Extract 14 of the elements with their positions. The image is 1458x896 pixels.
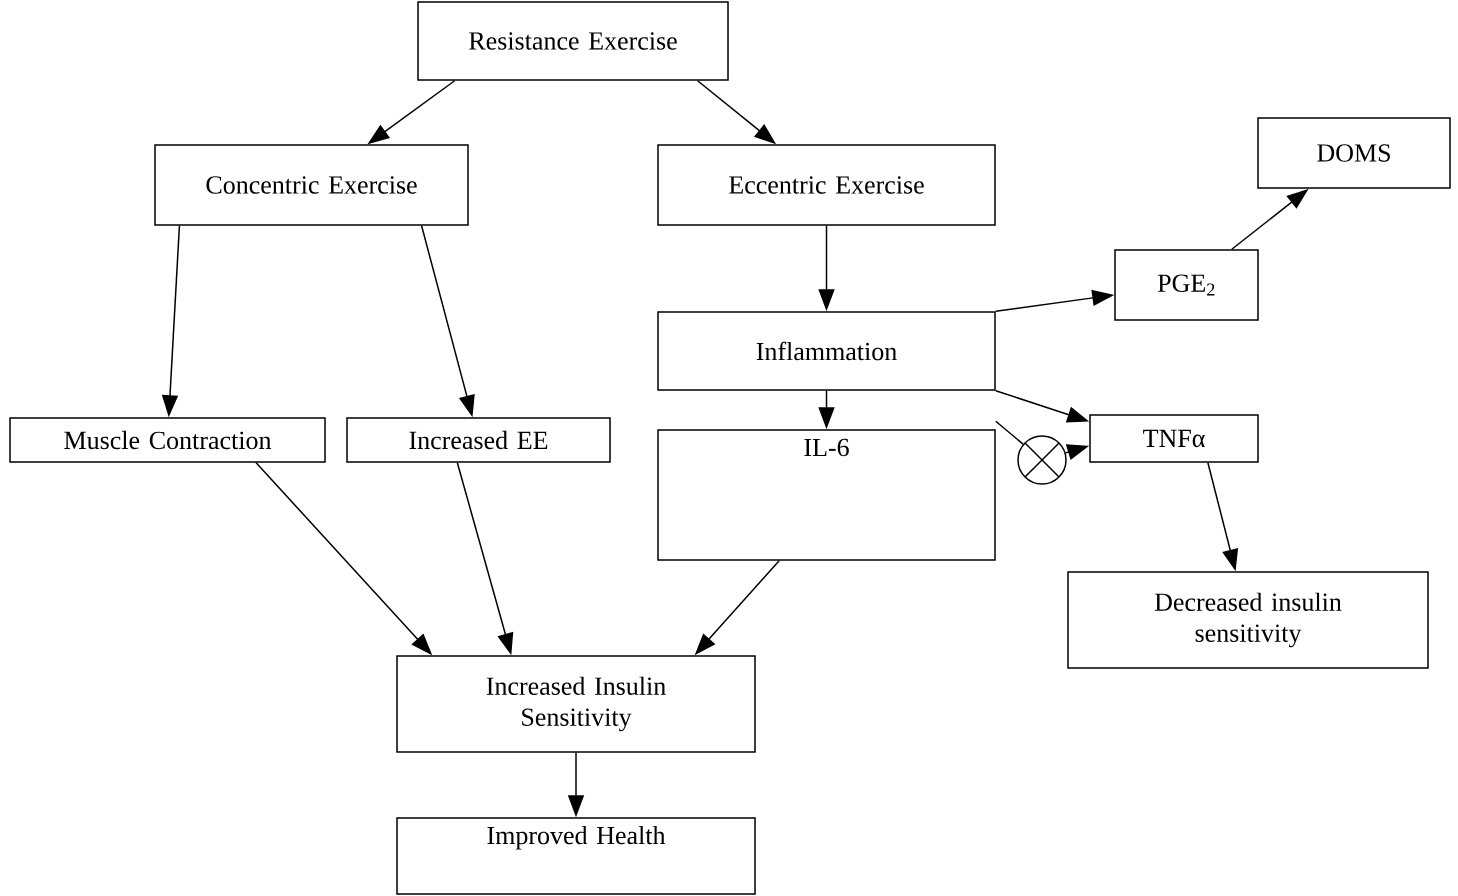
- process-box: Decreased insulin sensitivity: [1067, 571, 1429, 669]
- process-box: DOMS: [1257, 117, 1451, 189]
- process-box: Inflammation: [657, 311, 996, 391]
- process-box: Increased Insulin Sensitivity: [396, 655, 756, 753]
- process-box: Resistance Exercise: [417, 1, 729, 81]
- process-box: Eccentric Exercise: [657, 144, 996, 226]
- process-box: Muscle Contraction: [9, 417, 326, 463]
- process-box: Increased EE: [346, 417, 611, 463]
- inhibition-symbol: [1017, 435, 1067, 485]
- process-box: IL-6: [657, 429, 996, 561]
- process-box: Improved Health: [396, 817, 756, 895]
- process-box: TNFα: [1089, 414, 1259, 463]
- process-box: Concentric Exercise: [154, 144, 469, 226]
- process-box: PGE$_{2}$: [1114, 249, 1259, 321]
